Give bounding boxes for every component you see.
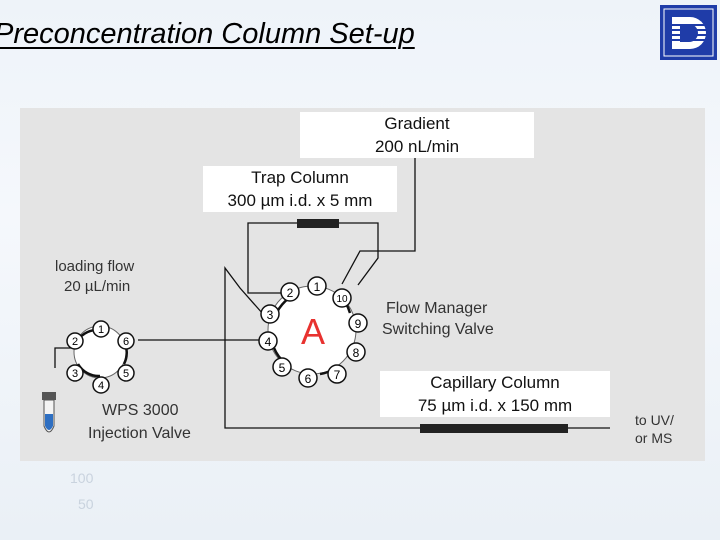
trap-loop-right [338,222,379,286]
diagram-panel: 1 2 3 4 5 6 7 8 9 10 A 1 2 3 4 5 6 [20,108,705,461]
gradient-flow-line [341,156,416,285]
background-mark-50: 50 [78,496,94,512]
gradient-label-line1: Gradient [384,114,450,133]
capillary-column-label: Capillary Column 75 µm i.d. x 150 mm [380,371,610,417]
detector-label-line1: to UV/ [635,412,674,428]
injection-valve-port-3 [66,364,84,382]
switching-valve-port-8 [346,342,366,362]
switching-valve-port-label-8: 8 [353,346,360,360]
switching-valve-port-label-7: 7 [334,368,341,382]
switching-valve-port-label-1: 1 [314,280,321,294]
gradient-label: Gradient 200 nL/min [300,112,534,158]
wps-label-line1: WPS 3000 [102,402,179,419]
injection-valve-port-1 [92,320,110,338]
injection-valve-port-4 [92,376,110,394]
switching-valve-port-label-2: 2 [287,286,294,300]
port3-waste-line [224,266,610,429]
switching-valve-port-3 [260,304,280,324]
slide-title: Preconcentration Column Set-up [0,18,415,50]
flow-manager-label-line2: Switching Valve [382,321,494,338]
switching-valve-port-1 [307,276,327,296]
column-setup-diagram: 1 2 3 4 5 6 7 8 9 10 A 1 2 3 4 5 6 [42,156,674,446]
capillary-column-label-line2: 75 µm i.d. x 150 mm [417,396,573,415]
valve-letter: A [301,311,325,352]
trap-column-label-line1: Trap Column [251,168,349,187]
d-logo-icon [660,5,717,60]
trap-column-label: Trap Column 300 µm i.d. x 5 mm [203,166,397,212]
switching-valve-port-2 [280,282,300,302]
injection-valve-port-label-1: 1 [98,324,104,336]
switching-valve-port-label-10: 10 [336,294,348,305]
injection-valve-port-6 [117,332,135,350]
switching-valve-port-10 [332,288,352,308]
switching-valve-port-label-5: 5 [279,361,286,375]
injection-valve-port-label-3: 3 [72,368,78,380]
loading-flow-label-line1: loading flow [55,258,134,275]
injection-valve-port-2 [66,332,84,350]
background-mark-100: 100 [70,470,94,486]
injection-valve-port-label-5: 5 [123,368,129,380]
switching-valve-port-label-6: 6 [305,372,312,386]
injection-valve-port-5 [117,364,135,382]
switching-valve-port-7 [327,364,347,384]
capillary-column [420,424,568,433]
wps-label-line2: Injection Valve [88,425,191,442]
trap-column [297,219,339,228]
switching-valve-port-4 [258,331,278,351]
detector-label-line2: or MS [635,430,672,446]
gradient-label-line2: 200 nL/min [374,137,460,156]
switching-valve-port-label-3: 3 [267,308,274,322]
flow-manager-label-line1: Flow Manager [386,300,488,317]
switching-valve-port-label-4: 4 [265,335,272,349]
switching-valve-port-9 [348,313,368,333]
trap-loop-left [247,222,300,294]
injection-valve-port-label-6: 6 [123,336,129,348]
switching-valve-port-label-9: 9 [355,317,362,331]
injection-valve-port-label-4: 4 [98,380,104,392]
switching-valve-port-5 [272,357,292,377]
company-logo [660,5,717,60]
capillary-column-label-line1: Capillary Column [430,373,560,392]
trap-column-label-line2: 300 µm i.d. x 5 mm [227,191,373,210]
injection-valve-port-label-2: 2 [72,336,78,348]
sample-vial-icon [42,392,56,433]
loading-flow-label-line2: 20 µL/min [64,278,130,295]
switching-valve-port-6 [298,368,318,388]
